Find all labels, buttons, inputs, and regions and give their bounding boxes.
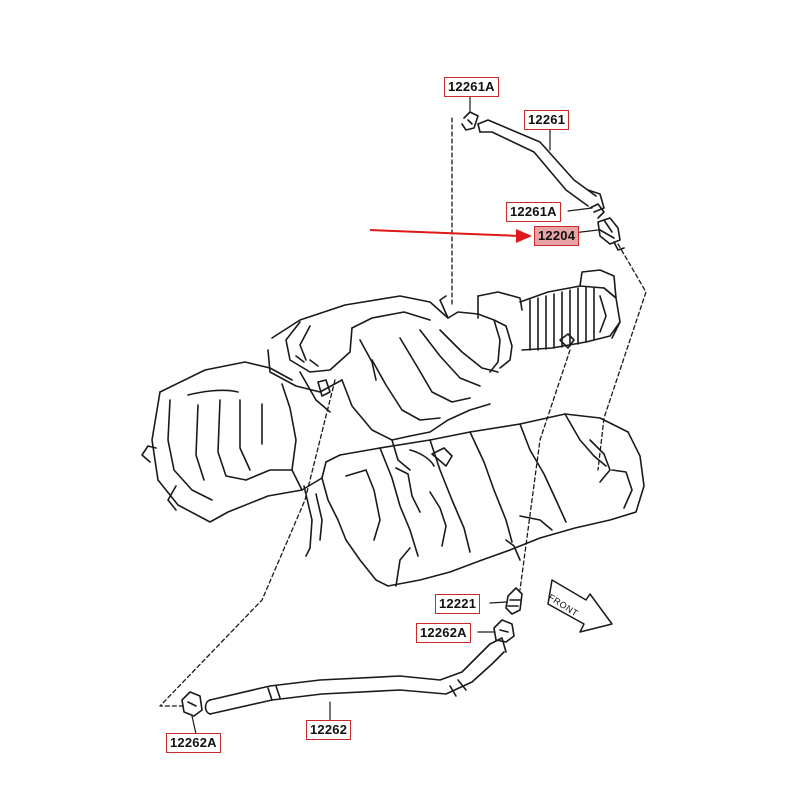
callout-pcv-union[interactable]: 12221	[435, 594, 481, 614]
callout-hose-upper[interactable]: 12261	[524, 110, 570, 130]
callout-hose-clip-lower-a[interactable]: 12262A	[416, 623, 471, 643]
callout-leaders	[191, 93, 599, 735]
hose-clip-lower-b[interactable]	[181, 691, 203, 717]
lower-ventilation-hose[interactable]	[204, 637, 507, 715]
assembly-leader-lines	[159, 117, 647, 707]
hose-clip-upper-a[interactable]	[461, 111, 479, 131]
callout-hose-clip-lower-b[interactable]: 12262A	[166, 733, 221, 753]
callout-hose-clip-upper-b[interactable]: 12261A	[506, 202, 561, 222]
hose-clip-lower-a[interactable]	[493, 619, 515, 643]
highlight-arrow	[369, 229, 532, 243]
upper-ventilation-hose[interactable]	[477, 119, 605, 213]
callout-hose-clip-upper-a[interactable]: 12261A	[444, 77, 499, 97]
callout-hose-lower[interactable]: 12262	[306, 720, 352, 740]
engine-assembly	[141, 269, 645, 587]
hose-clip-upper-b[interactable]	[589, 203, 605, 219]
pcv-valve[interactable]	[597, 217, 625, 251]
pcv-union[interactable]	[505, 587, 523, 615]
callout-pcv-valve[interactable]: 12204	[534, 226, 580, 246]
front-arrow	[547, 579, 613, 633]
